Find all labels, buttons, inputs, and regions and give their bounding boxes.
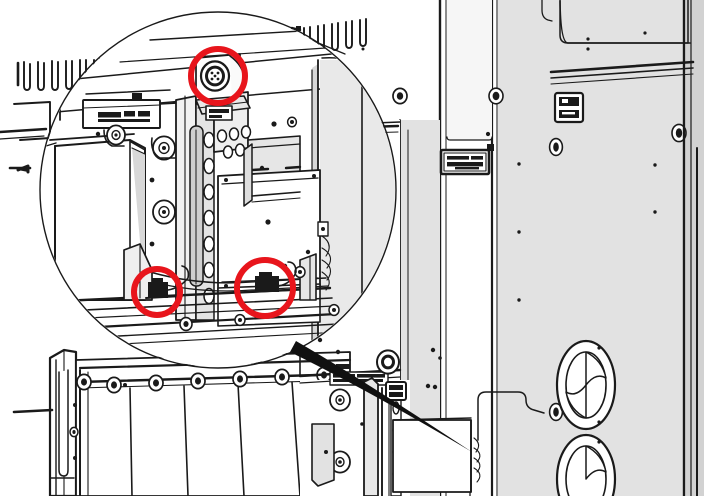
cable-clamp-right <box>247 261 297 293</box>
label-desc-2: redacted rating plate on right frame <box>2 46 96 52</box>
annotation-label-3: right cable clamp / sensor block <box>2 30 87 36</box>
perforated-column <box>175 95 215 321</box>
door-hinges <box>488 87 687 422</box>
connector-lower <box>376 349 400 375</box>
center-lower-subframe <box>298 347 481 496</box>
right-cabinet <box>438 0 704 496</box>
annotation-connector-top[interactable] <box>188 46 248 106</box>
blower-wheels <box>555 339 617 496</box>
usb-interface-port <box>553 91 585 124</box>
annotation-circles <box>131 46 296 319</box>
magnified-detail-scene <box>41 13 395 367</box>
magnifier-leader-line <box>290 341 472 452</box>
illustration-title: Machine interior service view with magni… <box>2 6 135 12</box>
latch-eyelets <box>95 124 177 247</box>
label-desc-1: redacted machine nameplate inside magnif… <box>2 38 123 44</box>
cable-bundle <box>473 437 481 483</box>
annotation-label-1: circular multi-pin connector <box>2 14 74 20</box>
label-desc-3: redacted label on lower frame rail <box>2 54 91 60</box>
label-right-panel <box>439 148 491 176</box>
label-upper-left <box>82 93 179 129</box>
detail-magnifier-rim <box>39 11 397 369</box>
annotation-label-2: left cable clamp / sensor block <box>2 22 83 28</box>
annotation-sensor-left[interactable] <box>131 266 183 318</box>
upper-left-bracket <box>0 101 51 174</box>
circular-connector <box>199 60 231 92</box>
cable-clamp-left <box>145 265 190 299</box>
quarter-turn-latches <box>76 366 332 394</box>
annotation-sensor-right[interactable] <box>234 257 296 319</box>
